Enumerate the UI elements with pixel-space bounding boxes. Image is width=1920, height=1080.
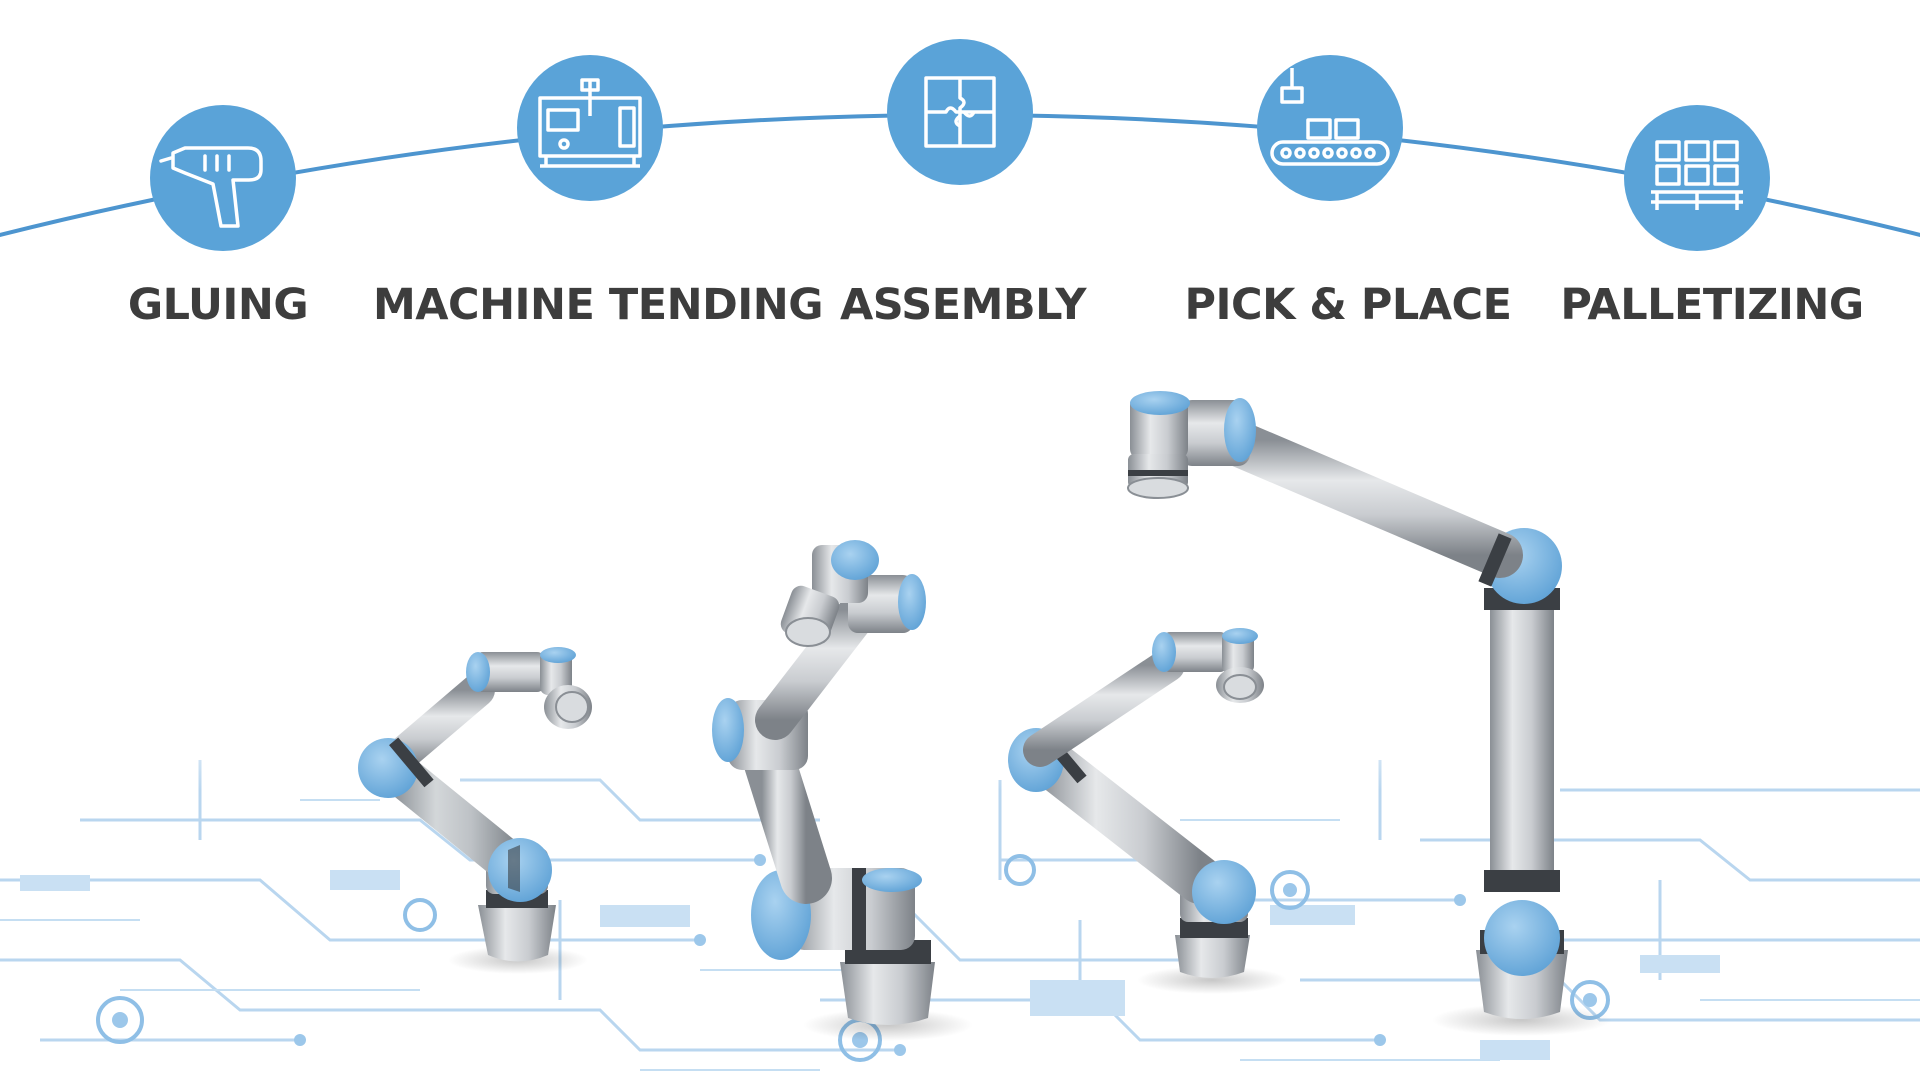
conveyor-icon — [1257, 55, 1403, 201]
puzzle-icon — [887, 39, 1033, 185]
application-label-gluing: GLUING — [127, 280, 309, 330]
robot-arm-small — [358, 647, 592, 974]
pallet-icon — [1624, 105, 1770, 251]
application-label-pick-place: PICK & PLACE — [1184, 280, 1512, 330]
application-label-machine-tending: MACHINE TENDING — [372, 280, 824, 330]
robot-arm-mid — [1008, 628, 1287, 994]
cnc-machine-icon — [517, 55, 663, 201]
glue-gun-icon — [150, 105, 296, 251]
application-label-assembly: ASSEMBLY — [839, 280, 1087, 330]
robot-arm-medium — [712, 540, 973, 1041]
application-label-palletizing: PALLETIZING — [1560, 280, 1864, 330]
robot-arm-large — [1127, 391, 1612, 1036]
